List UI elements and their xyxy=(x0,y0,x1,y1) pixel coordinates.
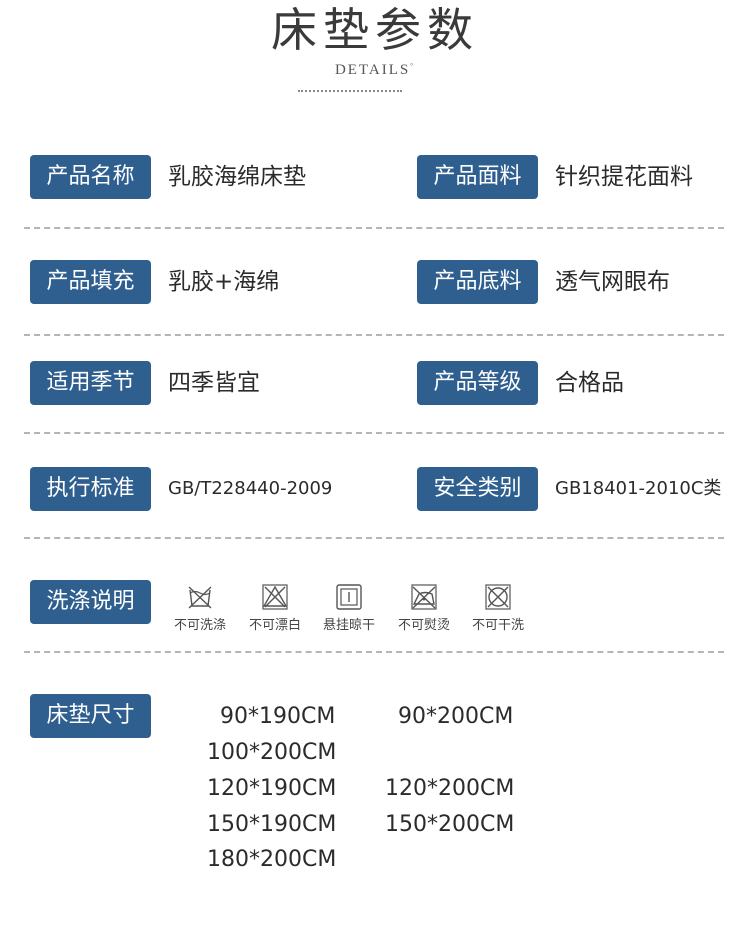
divider xyxy=(24,651,724,653)
fabric-badge: 产品面料 xyxy=(417,155,538,199)
wash-label-1: 不可洗涤 xyxy=(173,618,226,633)
size-item: 120*200CM xyxy=(385,776,515,801)
fill-value: 乳胶+海绵 xyxy=(168,269,280,295)
name-badge: 产品名称 xyxy=(30,155,151,199)
wash-label-5: 不可干洗 xyxy=(471,618,524,633)
standard-badge: 执行标准 xyxy=(30,467,151,511)
standard-value: GB/T228440-2009 xyxy=(168,478,333,499)
subtitle-mark: ° xyxy=(410,62,416,70)
wash-label-2: 不可漂白 xyxy=(248,618,301,633)
no-wash-icon xyxy=(188,586,212,609)
size-item: 100*200CM xyxy=(207,740,337,765)
no-bleach-icon xyxy=(262,584,288,610)
grade-value: 合格品 xyxy=(555,370,624,396)
bottom-badge: 产品底料 xyxy=(417,260,538,304)
season-value: 四季皆宜 xyxy=(168,370,260,396)
fabric-value: 针织提花面料 xyxy=(555,164,693,190)
size-item: 90*200CM xyxy=(398,704,514,729)
safety-badge: 安全类别 xyxy=(417,467,538,511)
divider xyxy=(24,334,724,336)
wash-label-4: 不可熨烫 xyxy=(397,618,450,633)
no-dry-clean-icon xyxy=(485,584,511,610)
wash-label-3: 悬挂晾干 xyxy=(322,618,375,633)
size-item: 150*200CM xyxy=(385,812,515,837)
subtitle-underline xyxy=(298,90,402,92)
hang-dry-icon xyxy=(336,584,362,610)
subtitle-text: DETAILS xyxy=(334,62,411,78)
divider xyxy=(24,227,724,229)
size-item: 150*190CM xyxy=(207,812,337,837)
size-item: 180*200CM xyxy=(207,847,337,872)
size-item: 120*190CM xyxy=(207,776,337,801)
sizes-badge: 床垫尺寸 xyxy=(30,694,151,738)
name-value: 乳胶海绵床垫 xyxy=(168,164,306,190)
size-item: 90*190CM xyxy=(220,704,336,729)
page-title: 床垫参数 xyxy=(271,3,479,57)
divider xyxy=(24,537,724,539)
divider xyxy=(24,432,724,434)
page-subtitle: DETAILS° xyxy=(0,62,750,79)
fill-badge: 产品填充 xyxy=(30,260,151,304)
safety-value: GB18401-2010C类 xyxy=(555,478,722,499)
no-iron-icon xyxy=(411,584,437,610)
bottom-value: 透气网眼布 xyxy=(555,269,670,295)
washing-badge: 洗涤说明 xyxy=(30,580,151,624)
grade-badge: 产品等级 xyxy=(417,361,538,405)
season-badge: 适用季节 xyxy=(30,361,151,405)
